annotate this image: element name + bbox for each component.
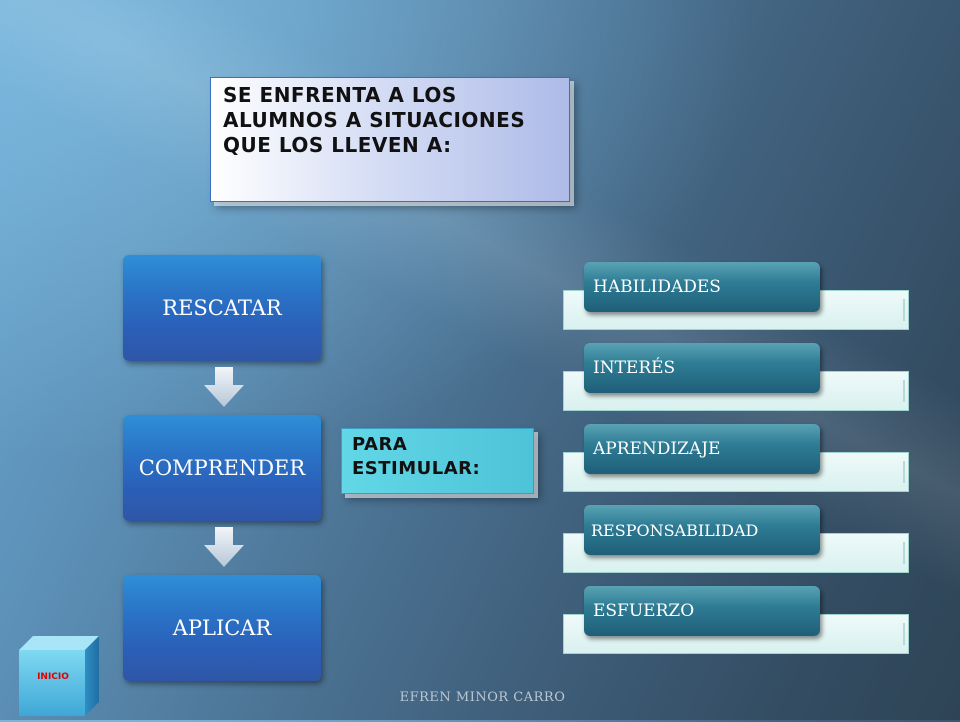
list-item-label: ESFUERZO (584, 586, 820, 636)
flow-step-comprender: COMPRENDER (123, 415, 321, 521)
cube-icon (19, 636, 99, 716)
list-item-aprendizaje: APRENDIZAJE (563, 424, 909, 492)
home-button[interactable]: INICIO (19, 636, 101, 718)
flow-step-rescatar: RESCATAR (123, 255, 321, 361)
list-item-label: APRENDIZAJE (584, 424, 820, 474)
list-item-interes: INTERÉS (563, 343, 909, 411)
list-item-label: INTERÉS (584, 343, 820, 393)
list-item-label: HABILIDADES (584, 262, 820, 312)
home-button-label: INICIO (37, 672, 69, 682)
stimulus-callout: PARA ESTIMULAR: (341, 428, 534, 494)
list-item-habilidades: HABILIDADES (563, 262, 909, 330)
arrow-down-icon (204, 527, 244, 567)
arrow-down-icon (204, 367, 244, 407)
list-item-responsabilidad: RESPONSABILIDAD (563, 505, 909, 573)
intro-callout: SE ENFRENTA A LOS ALUMNOS A SITUACIONES … (210, 77, 570, 202)
flow-step-aplicar: APLICAR (123, 575, 321, 681)
list-item-label: RESPONSABILIDAD (584, 505, 820, 555)
list-item-esfuerzo: ESFUERZO (563, 586, 909, 654)
footer-author: EFREN MINOR CARRO (399, 690, 566, 705)
